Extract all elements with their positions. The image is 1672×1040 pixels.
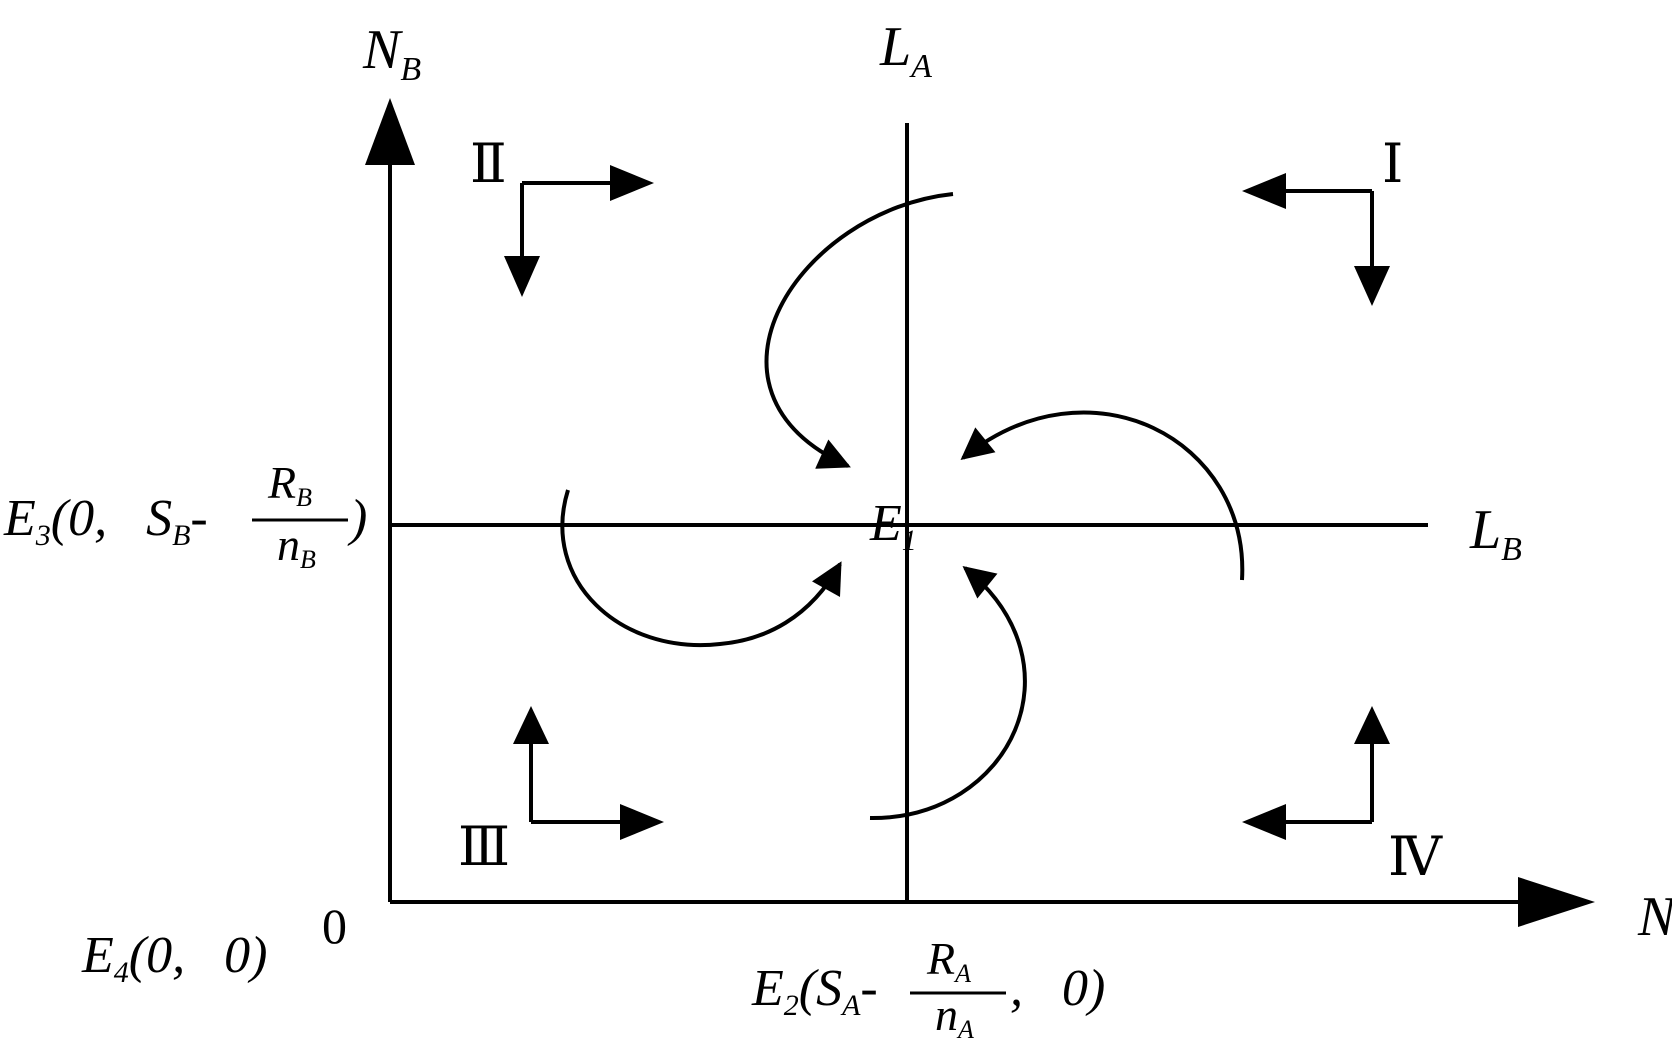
origin-label: 0 <box>322 898 347 954</box>
svg-text:RA: RA <box>926 933 971 988</box>
point-e3-label: E3(0, SB- RB nB ) <box>3 457 367 574</box>
svg-text:, 0): , 0) <box>1010 960 1105 1017</box>
point-e2-label: E2(SA- RA nA , 0) <box>751 933 1105 1040</box>
x-axis-label: NA <box>1637 886 1672 955</box>
region-ii-arrows <box>504 165 654 297</box>
svg-text:nA: nA <box>935 989 974 1040</box>
region-iv-label: Ⅳ <box>1388 827 1443 887</box>
region-ii-label: Ⅱ <box>470 134 507 194</box>
region-iii-label: Ⅲ <box>458 817 510 877</box>
x-axis-arrowhead <box>1518 877 1595 927</box>
region-i-label: Ⅰ <box>1382 134 1403 194</box>
trajectory-right <box>960 410 1245 581</box>
y-axis-label: NB <box>362 19 421 88</box>
point-e1-label: E1 <box>869 495 917 557</box>
y-axis-arrowhead <box>365 98 415 165</box>
region-i-arrows <box>1242 173 1390 306</box>
trajectory-bottom <box>869 565 1027 821</box>
region-iv-arrows <box>1242 706 1390 840</box>
point-e4-label: E4(0, 0) <box>81 927 267 989</box>
svg-text:RB: RB <box>267 457 312 512</box>
region-iii-arrows <box>513 706 664 840</box>
svg-text:E3(0, SB-: E3(0, SB- <box>3 490 208 552</box>
trajectory-top <box>764 192 954 469</box>
line-lb-label: LB <box>1469 499 1522 568</box>
line-la-label: LA <box>879 16 932 85</box>
svg-text:E2(SA-: E2(SA- <box>751 960 878 1022</box>
trajectory-left <box>560 489 842 648</box>
svg-text:): ) <box>347 490 367 547</box>
svg-text:nB: nB <box>277 519 316 574</box>
